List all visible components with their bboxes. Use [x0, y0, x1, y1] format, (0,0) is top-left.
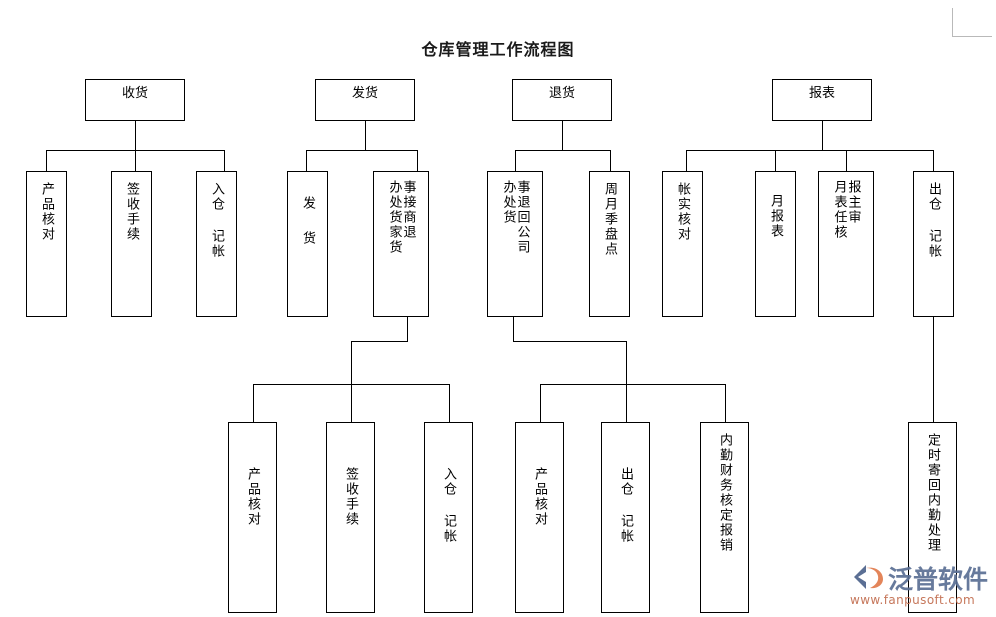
node-rpt-audit[interactable]: 报主审 月表任核	[818, 171, 874, 317]
connector-retcompany-stem-b	[626, 341, 627, 384]
node-returns-label: 退货	[548, 86, 575, 101]
node-rpt-recon[interactable]: 帐实核对	[662, 171, 703, 317]
node-reports[interactable]: 报表	[772, 79, 872, 121]
node-ret-count[interactable]: 周月季盘点	[589, 171, 630, 317]
connector-shipreturn-drop-3	[449, 384, 450, 422]
node-recv-instock[interactable]: 入仓 记帐	[196, 171, 237, 317]
connector-reports-stem	[822, 121, 823, 150]
node-rc-finance-text: 内勤财务核定报销	[717, 433, 732, 553]
node-receiving[interactable]: 收货	[85, 79, 185, 121]
connector-returns-bus	[515, 150, 610, 151]
node-ship-return-text: 事接商退 办处货家货	[386, 180, 416, 255]
node-recv-sign[interactable]: 签收手续	[111, 171, 152, 317]
connector-receiving-drop-3	[224, 150, 225, 171]
node-recv-instock-text: 入仓 记帐	[209, 182, 224, 259]
node-rpt-outstk-text: 出仓 记帐	[926, 182, 941, 259]
connector-retcompany-drop-1	[540, 384, 541, 422]
fanpu-logo-icon	[854, 565, 883, 589]
node-ret-company[interactable]: 事退回公司 办处货	[487, 171, 543, 317]
node-sr-sign-text: 签收手续	[343, 467, 358, 527]
connector-shipreturn-stem-b	[351, 341, 352, 384]
node-rc-check[interactable]: 产品核对	[515, 422, 564, 613]
connector-receiving-drop-1	[46, 150, 47, 171]
node-shipping[interactable]: 发货	[315, 79, 415, 121]
node-receiving-label: 收货	[121, 86, 148, 101]
node-recv-check[interactable]: 产品核对	[26, 171, 67, 317]
node-ret-company-text: 事退回公司 办处货	[500, 180, 530, 255]
connector-retcompany-drop-2	[626, 384, 627, 422]
connector-retcompany-jog	[513, 341, 626, 342]
connector-returns-drop-1	[515, 150, 516, 171]
connector-shipping-stem	[365, 121, 366, 150]
node-sr-instock-text: 入仓 记帐	[441, 467, 456, 544]
node-rc-finance[interactable]: 内勤财务核定报销	[700, 422, 749, 613]
node-sr-sign[interactable]: 签收手续	[326, 422, 375, 613]
node-ship-return[interactable]: 事接商退 办处货家货	[373, 171, 429, 317]
connector-shipping-drop-2	[417, 150, 418, 171]
connector-retcompany-drop-3	[725, 384, 726, 422]
connector-rptoutstk-drop	[933, 317, 934, 422]
node-recv-sign-text: 签收手续	[124, 182, 139, 242]
connector-reports-drop-2	[775, 150, 776, 171]
connector-returns-drop-2	[610, 150, 611, 171]
node-ship-out-text: 发货	[300, 196, 315, 266]
node-returns[interactable]: 退货	[512, 79, 612, 121]
node-recv-check-text: 产品核对	[39, 182, 54, 242]
connector-shipping-bus	[306, 150, 417, 151]
node-ro-mail-text: 定时寄回内勤处理	[925, 433, 940, 553]
node-ro-mail[interactable]: 定时寄回内勤处理	[908, 422, 957, 613]
connector-retcompany-bus	[540, 384, 725, 385]
node-sr-check[interactable]: 产品核对	[228, 422, 277, 613]
node-rpt-audit-text: 报主审 月表任核	[831, 180, 861, 240]
connector-receiving-stem	[135, 121, 136, 150]
connector-receiving-drop-2	[135, 150, 136, 171]
connector-shipping-drop-1	[306, 150, 307, 171]
connector-returns-stem	[562, 121, 563, 150]
node-reports-label: 报表	[808, 86, 835, 101]
page-corner-mark	[952, 8, 992, 38]
connector-shipreturn-drop-1	[253, 384, 254, 422]
connector-reports-drop-1	[686, 150, 687, 171]
connector-reports-drop-3	[846, 150, 847, 171]
node-rpt-month[interactable]: 月报表	[755, 171, 796, 317]
node-rpt-recon-text: 帐实核对	[675, 182, 690, 242]
node-ship-out[interactable]: 发货	[287, 171, 328, 317]
node-rpt-outstk[interactable]: 出仓 记帐	[913, 171, 954, 317]
connector-reports-bus	[686, 150, 933, 151]
node-shipping-label: 发货	[351, 86, 378, 101]
connector-shipreturn-drop-2	[351, 384, 352, 422]
node-rc-outstk-text: 出仓 记帐	[618, 467, 633, 544]
node-rc-outstk[interactable]: 出仓 记帐	[601, 422, 650, 613]
connector-shipreturn-stem-a	[407, 317, 408, 341]
node-rc-check-text: 产品核对	[532, 467, 547, 527]
node-ret-count-text: 周月季盘点	[602, 182, 617, 257]
connector-shipreturn-jog	[351, 341, 408, 342]
connector-reports-drop-4	[933, 150, 934, 171]
node-sr-check-text: 产品核对	[245, 467, 260, 527]
node-sr-instock[interactable]: 入仓 记帐	[424, 422, 473, 613]
connector-retcompany-stem-a	[513, 317, 514, 341]
node-rpt-month-text: 月报表	[768, 194, 783, 239]
diagram-title: 仓库管理工作流程图	[421, 40, 575, 59]
